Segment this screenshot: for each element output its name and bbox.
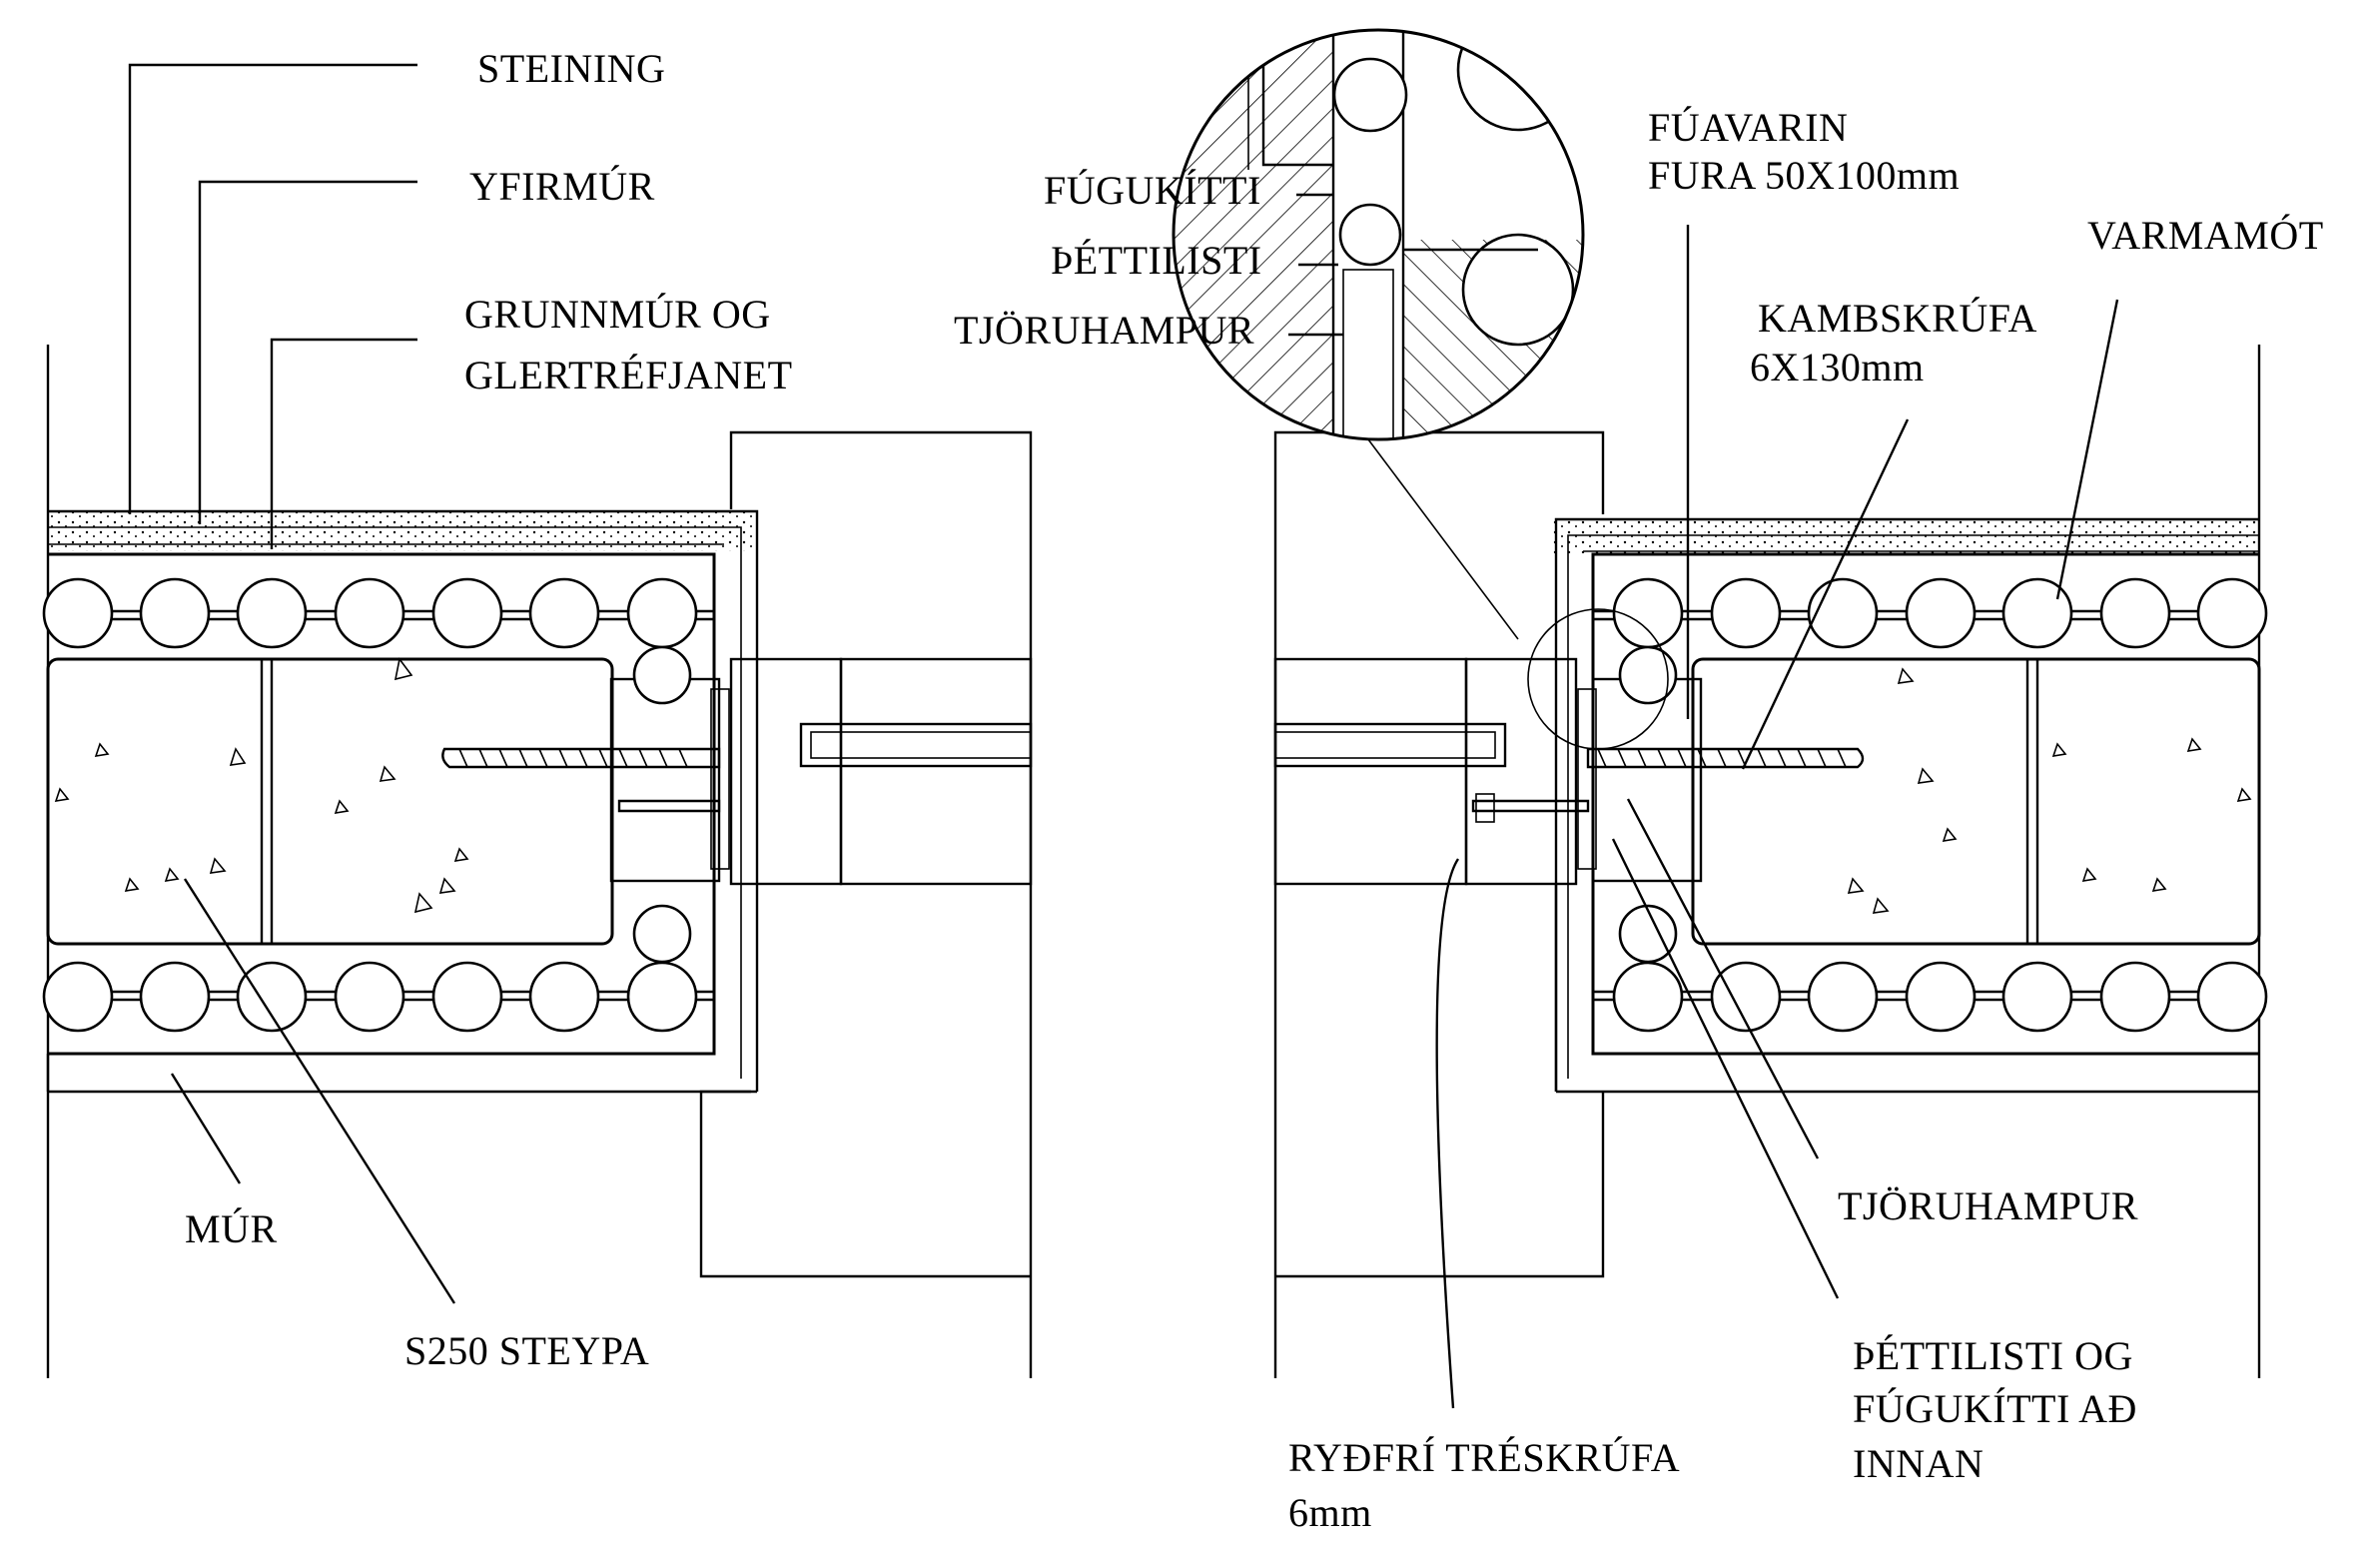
insulation-bead [528,961,600,1033]
label-grunnmur-2: GLERTRÉFJANET [464,353,793,397]
label-fuavarin-1: FÚAVARIN [1648,105,1849,150]
concrete-aggregate-marks [54,657,469,914]
label-steining: STEINING [477,46,666,91]
insulation-bead [334,577,405,649]
label-kambskrufa-2: 6X130mm [1750,345,1925,389]
insulation-bead [1807,961,1879,1033]
label-tjoruhampur-top: TJÖRUHAMPUR [954,308,1255,353]
icf-insulation-beads [42,577,2268,1033]
label-rydfri-1: RYÐFRÍ TRÉSKRÚFA [1288,1435,1681,1480]
insulation-bead [2196,961,2268,1033]
label-varmamot: VARMAMÓT [2087,213,2324,258]
insulation-bead [334,961,405,1033]
label-mur: MÚR [185,1206,278,1251]
label-thettilisti: ÞÉTTILISTI [1051,238,1262,283]
insulation-bead [431,577,503,649]
insulation-bead [139,577,211,649]
right-kambskrufa-screw [1586,747,1865,769]
label-s250-steypa: S250 STEYPA [404,1328,650,1373]
insulation-bead [2001,577,2073,649]
insulation-bead [1905,961,1977,1033]
insulation-bead [139,961,211,1033]
label-thettilisti-og-3: INNAN [1853,1441,1984,1486]
label-thettilisti-og-1: ÞÉTTILISTI OG [1853,1333,2133,1378]
label-thettilisti-og-2: FÚGUKÍTTI AÐ [1853,1386,2137,1431]
label-fugukitti: FÚGUKÍTTI [1044,168,1261,213]
insulation-bead [1710,577,1782,649]
insulation-bead [236,577,308,649]
insulation-bead [431,961,503,1033]
left-jamb [441,430,1033,1378]
label-yfirmur: YFIRMÚR [469,164,655,209]
label-grunnmur-1: GRUNNMÚR OG [464,292,771,337]
label-rydfri-2: 6mm [1288,1490,1372,1535]
label-tjoruhampur-right: TJÖRUHAMPUR [1838,1183,2139,1228]
insulation-bead [632,904,692,964]
insulation-bead [42,577,114,649]
right-wall-section [1553,345,2261,1378]
insulation-bead [528,577,600,649]
insulation-bead [1618,645,1678,705]
label-fuavarin-2: FURA 50X100mm [1648,153,1961,198]
concrete-aggregate-marks-right [1847,667,2252,914]
left-kambskrufa-screw [441,747,721,769]
label-kambskrufa-1: KAMBSKRÚFA [1758,296,2037,341]
insulation-bead [1618,904,1678,964]
insulation-bead [632,645,692,705]
insulation-bead [1905,577,1977,649]
leader-lines [128,63,2119,1409]
insulation-bead [2099,961,2171,1033]
insulation-bead [42,961,114,1033]
insulation-bead [1807,577,1879,649]
insulation-bead [2196,577,2268,649]
insulation-bead [1710,961,1782,1033]
insulation-bead [236,961,308,1033]
insulation-bead [2001,961,2073,1033]
insulation-bead [2099,577,2171,649]
